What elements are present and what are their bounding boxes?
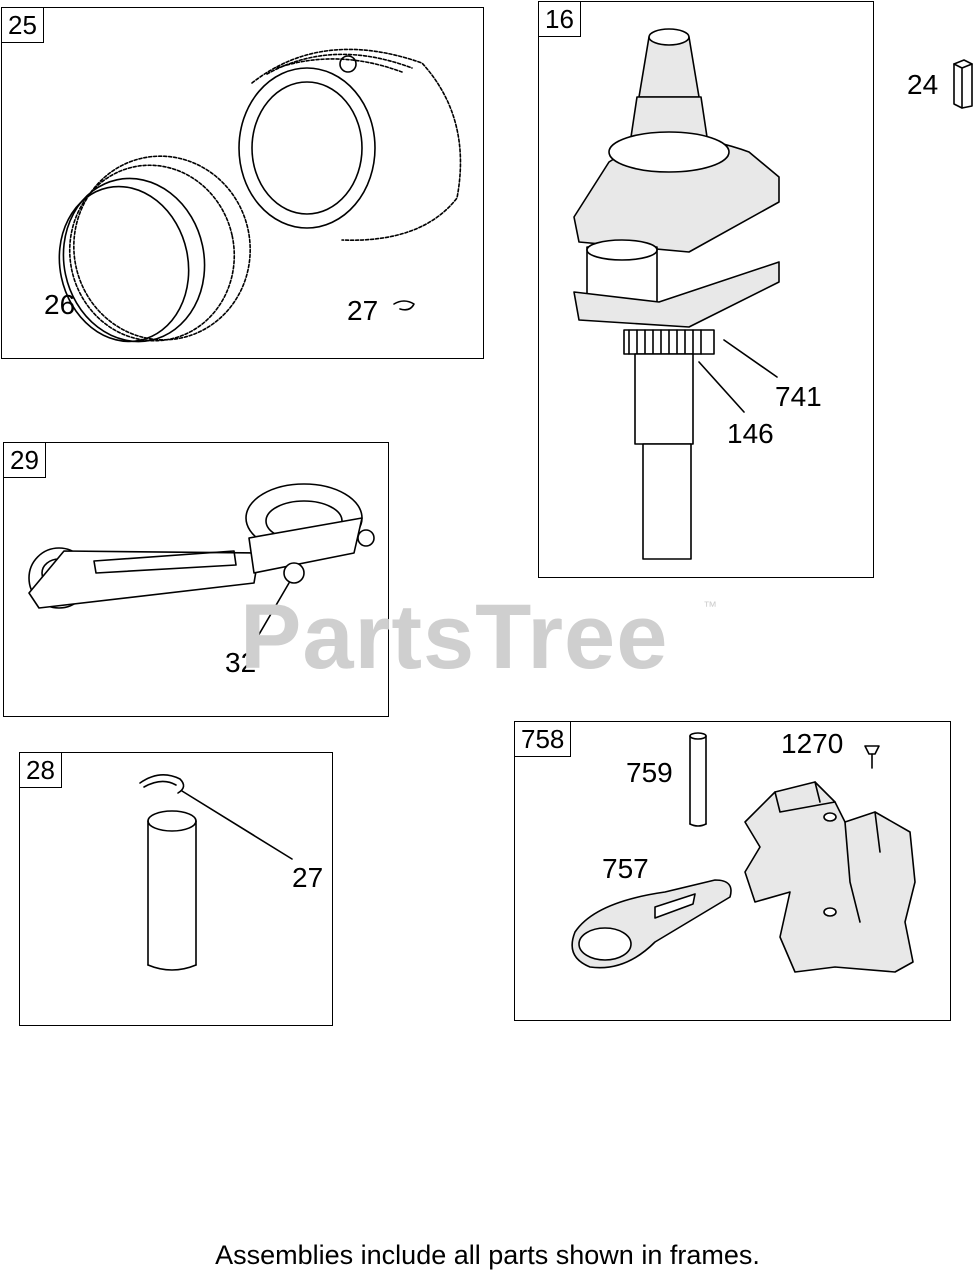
- frame-crankshaft: 16 741 146: [538, 1, 874, 578]
- governor-assembly-drawing: [571, 732, 916, 973]
- frame-tag-16: 16: [538, 1, 581, 37]
- frame-connecting-rod: 29 32: [3, 442, 389, 717]
- frame-piston-pin: 28 27: [19, 752, 333, 1026]
- key-24-drawing: [953, 59, 973, 109]
- frame-governor-assembly: 758 759 1270 757: [514, 721, 951, 1021]
- frame-tag-25: 25: [1, 7, 44, 43]
- callout-146: 146: [727, 418, 774, 449]
- piston-rings-drawing: [58, 48, 462, 343]
- connecting-rod-drawing: [28, 483, 375, 644]
- crankshaft-drawing: [573, 28, 780, 560]
- watermark-brand: PartsTree: [240, 586, 669, 688]
- frame-tag-28: 28: [19, 752, 62, 788]
- watermark-trademark: ™: [703, 598, 717, 614]
- callout-27-ring: 27: [347, 295, 379, 326]
- callout-757: 757: [602, 853, 649, 884]
- frame-tag-29: 29: [3, 442, 46, 478]
- frame-piston-assembly: 25 26 27: [1, 7, 484, 359]
- callout-27-pin: 27: [292, 862, 324, 893]
- callout-32: 32: [225, 647, 257, 678]
- callout-741: 741: [775, 381, 822, 412]
- callout-26: 26: [44, 289, 76, 320]
- callout-759: 759: [626, 757, 673, 788]
- footer-note: Assemblies include all parts shown in fr…: [215, 1240, 760, 1270]
- callout-1270: 1270: [781, 728, 844, 759]
- piston-pin-drawing: [139, 774, 293, 971]
- callout-24: 24: [907, 69, 939, 100]
- frame-tag-758: 758: [514, 721, 572, 757]
